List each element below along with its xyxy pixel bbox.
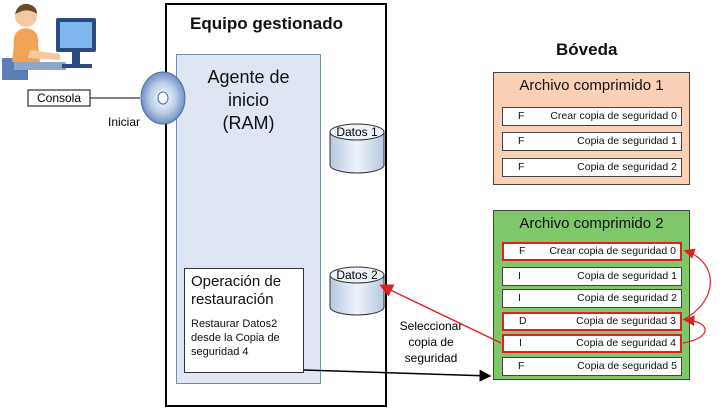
archive-1-title: Archivo comprimido 1 [519, 77, 664, 94]
backup-label: Crear copia de seguridad 0 [550, 110, 677, 122]
backup-label: Copia de seguridad 2 [577, 292, 677, 304]
vault-title: Bóveda [556, 40, 618, 59]
select-label-line3: seguridad [405, 351, 458, 365]
disk-datos-1-label: Datos 1 [336, 125, 378, 139]
restore-title-line1: Operación de [191, 273, 282, 290]
backup-label: Copia de seguridad 2 [577, 161, 677, 173]
archive-2-title: Archivo comprimido 2 [519, 215, 664, 232]
archive-2-row-1: I Copia de seguridad 1 [502, 267, 682, 286]
restore-data-arrow [379, 284, 502, 344]
console-label: Consola [37, 91, 81, 105]
boot-cd-icon [140, 71, 186, 125]
backup-type: F [518, 110, 525, 122]
archive-1-box: Archivo comprimido 1 F Crear copia de seg… [493, 72, 690, 185]
backup-label: Copia de seguridad 1 [577, 270, 677, 282]
restore-title-line2: restauración [191, 291, 274, 308]
start-label: Iniciar [108, 115, 140, 129]
managed-computer-title: Equipo gestionado [190, 14, 343, 33]
backup-type: D [519, 315, 527, 327]
archive-1-row-2: F Copia de seguridad 2 [502, 158, 682, 177]
backup-label: Copia de seguridad 5 [577, 360, 677, 372]
select-label-line2: copia de [408, 335, 454, 349]
restore-desc-line2: desde la Copia de [191, 332, 280, 344]
select-label-line1: Seleccionar [400, 319, 463, 333]
disk-datos-2-label: Datos 2 [336, 268, 378, 282]
backup-type: F [518, 360, 525, 372]
dependency-arrow-3-to-0 [682, 248, 711, 321]
archive-2-row-2: I Copia de seguridad 2 [502, 289, 682, 308]
backup-type: I [518, 270, 521, 282]
restore-desc-line3: seguridad 4 [191, 346, 249, 358]
boot-agent-line3: (RAM) [222, 113, 275, 133]
backup-label: Copia de seguridad 4 [576, 337, 676, 349]
disk-datos-1-icon [329, 123, 385, 174]
backup-type: F [518, 135, 525, 147]
backup-type: I [519, 337, 522, 349]
archive-2-row-4: I Copia de seguridad 4 [502, 334, 682, 353]
backup-label: Copia de seguridad 3 [576, 315, 676, 327]
user-at-computer-icon [2, 3, 96, 80]
boot-agent-line1: Agente de [207, 67, 290, 87]
dependency-arrow-4-to-3 [682, 315, 706, 344]
restore-description: Restaurar Datos2 desde la Copia de segur… [191, 317, 297, 359]
select-backup-arrow [303, 369, 492, 382]
backup-type: I [518, 292, 521, 304]
restore-operation-box: Operación de restauración Restaurar Dato… [184, 268, 304, 373]
backup-type: F [518, 161, 525, 173]
boot-agent-label: Agente de inicio (RAM) [176, 66, 321, 135]
boot-agent-line2: inicio [227, 90, 270, 110]
backup-type: F [519, 245, 526, 257]
archive-2-row-3: D Copia de seguridad 3 [502, 312, 682, 331]
archive-2-row-0: F Crear copia de seguridad 0 [502, 242, 682, 261]
archive-1-row-0: F Crear copia de seguridad 0 [502, 107, 682, 126]
backup-label: Copia de seguridad 1 [577, 135, 677, 147]
archive-2-row-5: F Copia de seguridad 5 [502, 357, 682, 376]
disk-datos-2-icon [329, 266, 385, 316]
restore-desc-line1: Restaurar Datos2 [191, 318, 278, 330]
archive-2-box: Archivo comprimido 2 F Crear copia de seg… [493, 210, 690, 380]
backup-label: Crear copia de seguridad 0 [549, 245, 676, 257]
archive-1-row-1: F Copia de seguridad 1 [502, 132, 682, 151]
